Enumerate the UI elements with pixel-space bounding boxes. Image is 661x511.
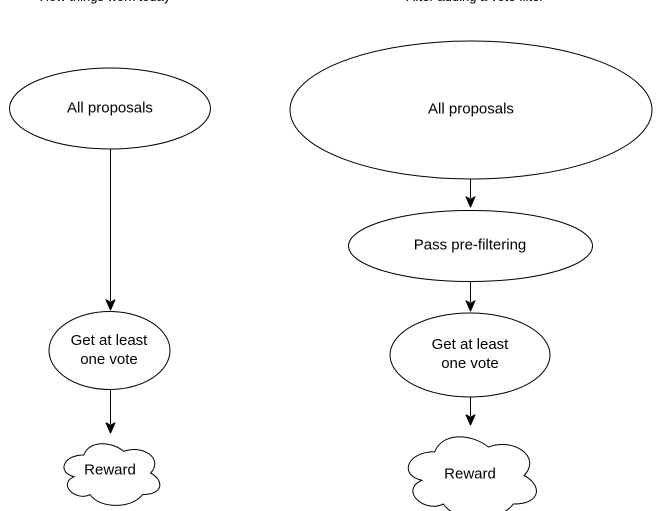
left-all-proposals-label: All proposals <box>67 99 153 117</box>
left-get-vote-label: Get at least one vote <box>71 331 148 369</box>
left-get-vote-label-line2: one vote <box>80 351 138 368</box>
right-arrow-vote-to-reward <box>465 397 476 426</box>
left-arrow-vote-to-reward <box>105 390 116 434</box>
arrow-down-icon <box>465 300 476 312</box>
right-reward-cloud <box>407 436 537 511</box>
right-arrow-prefilter-to-vote <box>465 282 476 312</box>
left-get-vote-label-line1: Get at least <box>70 332 148 349</box>
right-prefilter-label: Pass pre-filtering <box>413 236 527 254</box>
right-get-vote-label: Get at least one vote <box>432 335 509 373</box>
left-reward-label: Reward <box>84 461 136 479</box>
left-reward-cloud <box>63 443 161 506</box>
arrow-down-icon <box>465 196 476 208</box>
right-reward-label: Reward <box>444 465 496 483</box>
right-get-vote-label-line1: Get at least <box>431 336 509 353</box>
right-get-vote-label-line2: one vote <box>441 355 499 372</box>
right-all-proposals-label: All proposals <box>428 100 514 118</box>
arrow-down-icon <box>105 299 116 311</box>
arrow-down-icon <box>465 414 476 426</box>
right-prefilter-ellipse <box>348 210 593 282</box>
arrow-down-icon <box>105 422 116 434</box>
left-diagram-title: How things work today <box>40 0 171 5</box>
right-arrow-proposals-to-prefilter <box>465 179 476 208</box>
left-arrow-proposals-to-vote <box>105 149 116 311</box>
left-get-vote-ellipse <box>48 311 171 390</box>
right-diagram-title: After adding a vote filter <box>406 0 543 5</box>
